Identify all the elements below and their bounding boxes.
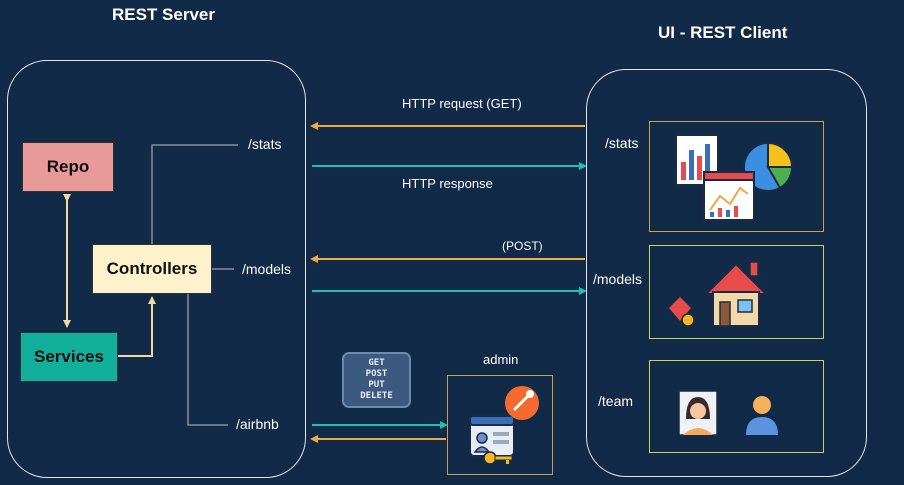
client-route-team: /team [598, 393, 634, 409]
method-get: GET [368, 358, 385, 368]
method-delete: DELETE [360, 391, 393, 401]
admin-label: admin [483, 352, 519, 367]
server-route-models: /models [242, 261, 292, 277]
http-request-label: HTTP request (GET) [402, 96, 522, 111]
person-icon [746, 396, 778, 435]
line-chart-icon [703, 171, 755, 221]
server-route-stats: /stats [248, 136, 282, 152]
method-put: PUT [368, 380, 385, 390]
admin-card [447, 375, 553, 475]
postman-icon [505, 386, 539, 420]
http-response-label: HTTP response [402, 176, 493, 191]
controllers-label: Controllers [106, 259, 198, 278]
method-post: POST [365, 369, 388, 379]
client-route-stats: /stats [605, 135, 639, 151]
rest-client-panel [586, 69, 867, 477]
services-label: Services [34, 347, 104, 366]
price-tag-icon [666, 294, 695, 327]
rest-client-title: UI - REST Client [658, 23, 788, 42]
rest-server-panel [7, 60, 306, 478]
pie-chart-icon [743, 141, 794, 192]
controllers-box: Controllers [92, 244, 212, 294]
client-route-models: /models [593, 271, 643, 287]
stats-illustration [675, 134, 794, 221]
post-label: (POST) [502, 239, 543, 253]
controllers-stats-connector [151, 144, 238, 244]
rest-server-title: REST Server [112, 5, 215, 24]
models-card [649, 245, 824, 339]
repo-label: Repo [46, 157, 90, 176]
stats-card [649, 121, 824, 232]
repo-box: Repo [22, 142, 114, 192]
services-controllers-arrow [112, 296, 156, 360]
house-icon [703, 261, 769, 327]
server-route-airbnb: /airbnb [236, 416, 279, 432]
services-box: Services [20, 332, 118, 382]
key-icon [483, 451, 513, 465]
team-card [649, 360, 824, 453]
http-methods-badge: GET POST PUT DELETE [342, 352, 411, 408]
woman-avatar-icon [678, 390, 718, 436]
team-illustration [678, 390, 778, 436]
models-illustration [666, 261, 769, 327]
admin-illustration [469, 386, 539, 465]
controllers-airbnb-connector [187, 294, 228, 426]
login-window-icon [469, 415, 515, 457]
